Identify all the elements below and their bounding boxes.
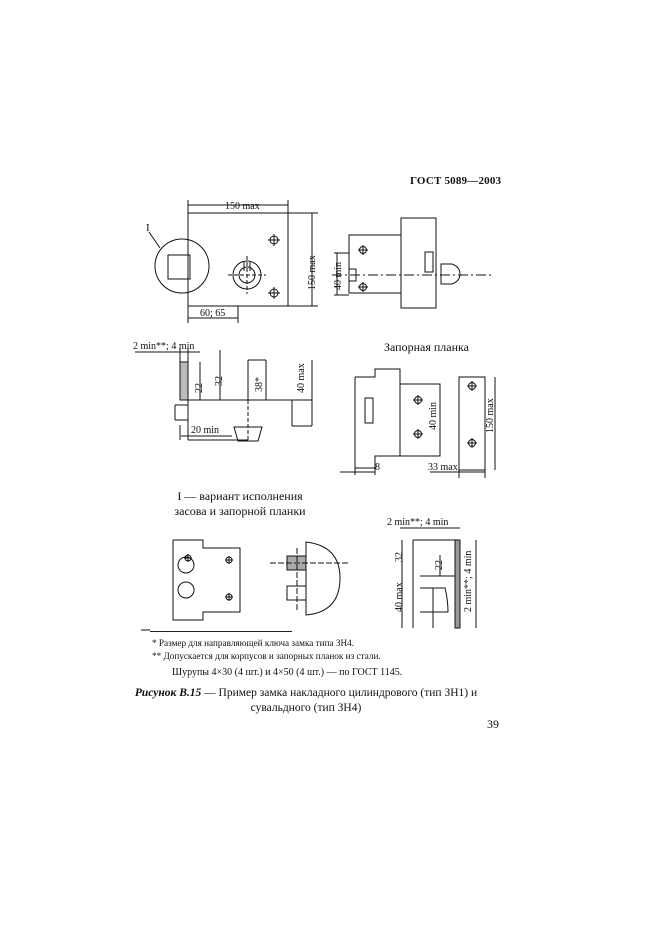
footnote-2: ** Допускается для корпусов и запорных п… bbox=[152, 651, 381, 661]
lock-body-outline bbox=[187, 212, 289, 307]
dim-gap: 2 min**; 4 min bbox=[133, 341, 194, 352]
strike-plate-title: Запорная планка bbox=[384, 340, 470, 354]
variant-label-line1: I — вариант исполнения bbox=[177, 489, 303, 503]
screws-note: Шурупы 4×30 (4 шт.) и 4×50 (4 шт.) — по … bbox=[172, 667, 403, 678]
dim-variant-side: 2 min**; 4 min bbox=[463, 551, 474, 612]
dim-variant-32: 32 bbox=[394, 552, 405, 562]
dim-plate-40min: 40 min bbox=[428, 402, 439, 430]
dim-top-width: 150 max bbox=[225, 201, 260, 212]
strike-plate-side bbox=[458, 376, 486, 471]
variant-label: I — вариант исполнения засова и запорной… bbox=[170, 489, 310, 519]
dim-38: 38* bbox=[254, 377, 265, 392]
dim-variant-22: 22 bbox=[434, 560, 445, 570]
dim-variant-40: 40 max bbox=[394, 582, 405, 612]
standard-header: ГОСТ 5089—2003 bbox=[410, 175, 502, 187]
footnote-rule bbox=[150, 631, 292, 632]
dim-bolt-offset: 40 min bbox=[333, 262, 344, 290]
caption-text: — Пример замка накладного цилиндрового (… bbox=[201, 687, 478, 714]
page-number: 39 bbox=[487, 717, 499, 731]
dim-plate-150: 150 max bbox=[485, 398, 496, 433]
dim-40max: 40 max bbox=[296, 363, 307, 393]
figure-caption: Рисунок В.15 — Пример замка накладного ц… bbox=[126, 686, 486, 716]
caption-label: Рисунок В.15 bbox=[134, 687, 202, 699]
lock-side-outline bbox=[348, 234, 402, 294]
variant-label-line2: засова и запорной планки bbox=[174, 504, 306, 518]
variant-plate bbox=[172, 539, 241, 621]
strike-plate-front bbox=[354, 368, 401, 469]
dim-plate-8: 8 bbox=[375, 462, 380, 473]
dim-plate-33: 33 max bbox=[428, 462, 458, 473]
dim-22: 22 bbox=[194, 383, 205, 393]
footnotes: * Размер для направляющей ключа замка ти… bbox=[152, 637, 381, 663]
variant-bolt bbox=[305, 541, 341, 616]
dim-bottom-width: 60; 65 bbox=[200, 308, 225, 319]
detail-circle-I bbox=[154, 238, 210, 294]
dim-top-height: 150 max bbox=[307, 255, 318, 290]
screw-holes bbox=[268, 234, 280, 299]
footnote-1: * Размер для направляющей ключа замка ти… bbox=[152, 638, 354, 648]
dim-32: 32 bbox=[214, 376, 225, 386]
dim-bolt-length: 20 min bbox=[191, 425, 219, 436]
callout-I: I bbox=[146, 222, 150, 234]
dim-variant-gap: 2 min**; 4 min bbox=[387, 517, 448, 528]
